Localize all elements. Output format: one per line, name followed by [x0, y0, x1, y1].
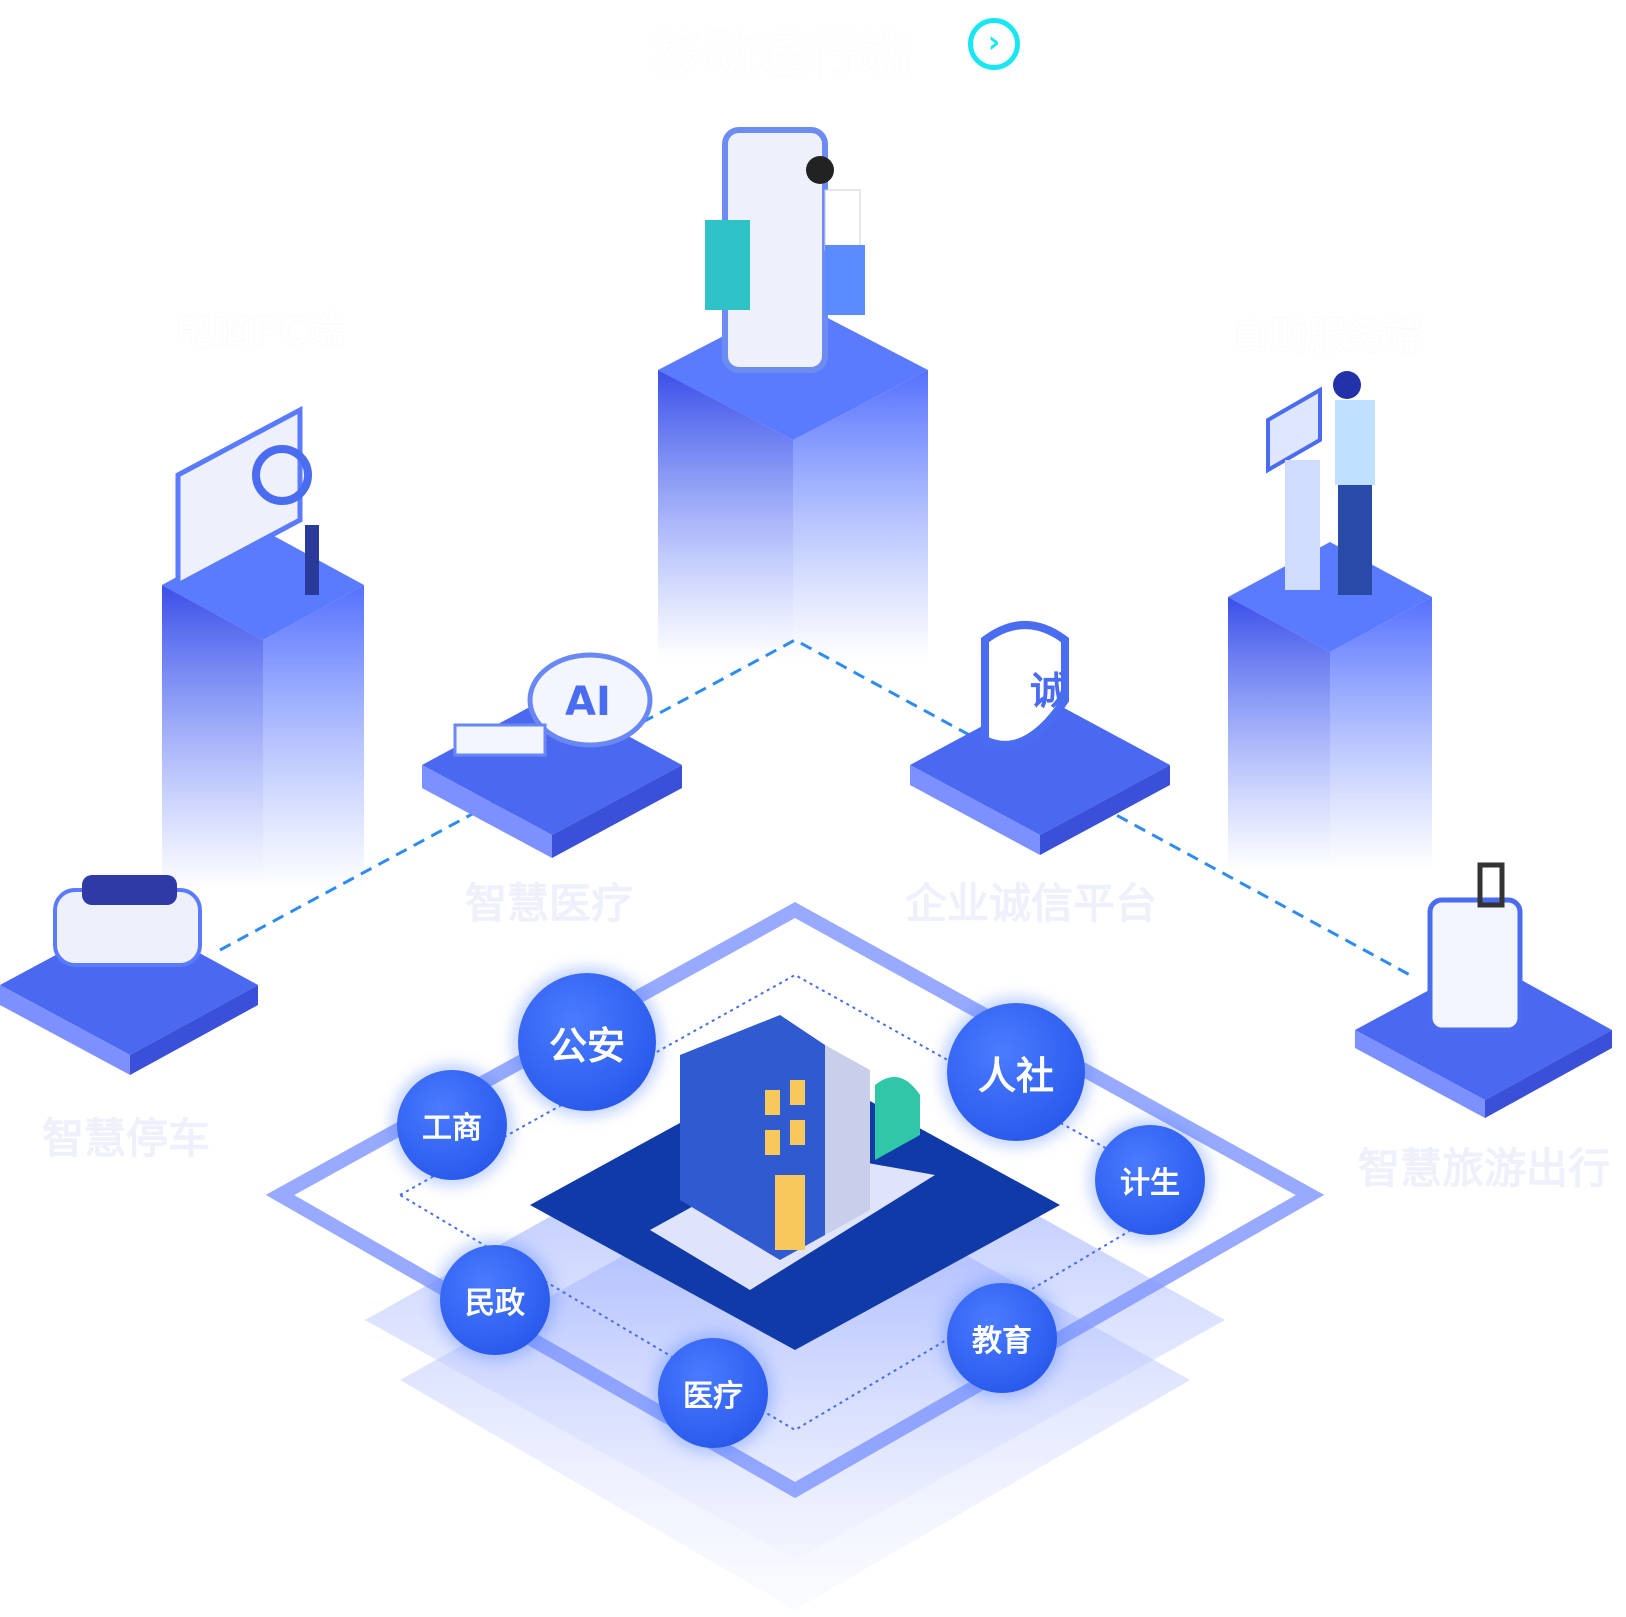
dept-education[interactable]: 教育 — [947, 1283, 1057, 1393]
scene-label-travel: 智慧旅游出行 — [1358, 1144, 1611, 1193]
platform-credit — [910, 621, 1170, 855]
pillar-kiosk — [1228, 371, 1432, 870]
svg-text:AI: AI — [565, 679, 611, 725]
scene-label-parking: 智慧停车 — [42, 1114, 211, 1163]
chevron-right-icon[interactable]: › — [968, 18, 1020, 70]
shield-icon: 诚 — [1030, 669, 1069, 713]
dept-police[interactable]: 公安 — [518, 973, 656, 1111]
dept-civil-affairs[interactable]: 民政 — [440, 1245, 550, 1355]
platform-parking — [0, 875, 258, 1075]
dept-commerce[interactable]: 工商 — [397, 1070, 507, 1180]
terminal-label-kiosk: 自助服务端 — [1232, 314, 1423, 358]
dept-medical[interactable]: 医疗 — [658, 1338, 768, 1448]
scene-label-medical: 智慧医疗 — [465, 879, 634, 928]
pillar-mobile — [658, 127, 928, 660]
pillar-pc — [162, 405, 364, 890]
page-title: 移动通行端 — [650, 25, 911, 85]
scene-label-credit: 企业诚信平台 — [905, 879, 1158, 928]
connector-line — [219, 638, 1411, 977]
terminal-label-pc: 电脑PC端 — [175, 309, 345, 353]
platform-medical: AI — [422, 652, 682, 858]
dept-family-planning[interactable]: 计生 — [1095, 1125, 1205, 1235]
platform-travel — [1355, 862, 1612, 1118]
dept-social-security[interactable]: 人社 — [947, 1003, 1085, 1141]
